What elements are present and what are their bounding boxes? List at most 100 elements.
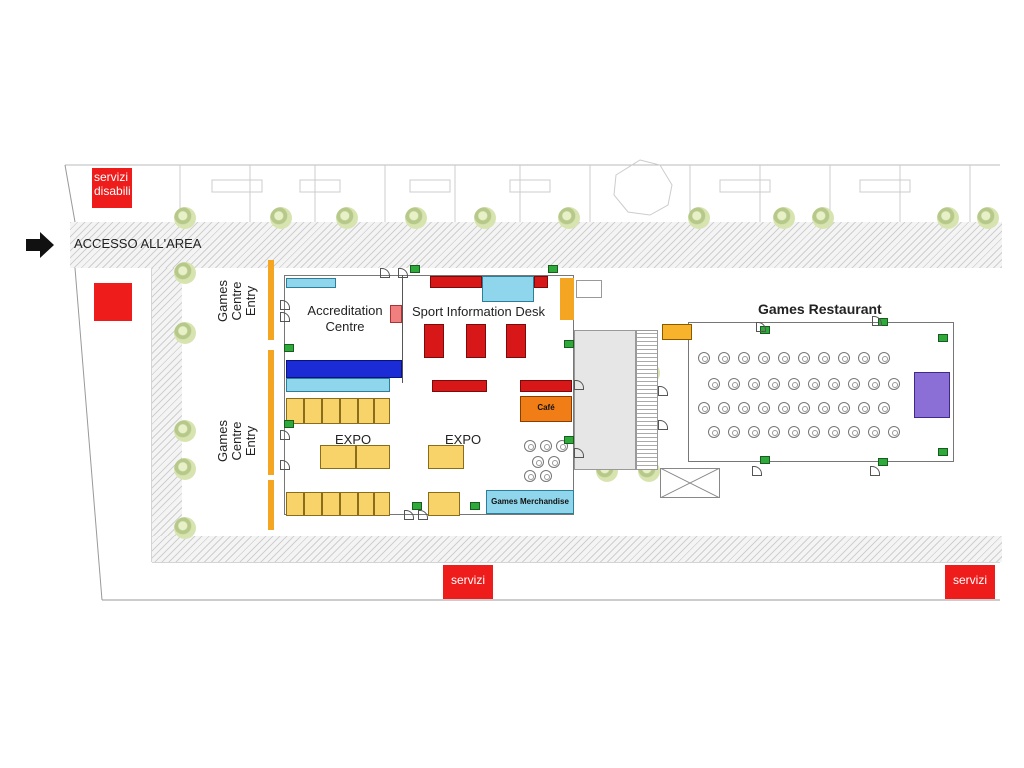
restaurant-counter <box>662 324 692 340</box>
expo-left-label: EXPO <box>335 432 372 447</box>
tree-icon <box>336 207 358 229</box>
sport-info-counter-cafe <box>520 380 572 392</box>
cafe-label: Café <box>537 403 555 412</box>
sport-info-desk <box>466 324 486 358</box>
restroom-block <box>94 283 132 321</box>
restroom-right-label: servizi <box>952 573 987 587</box>
entry-label-top: Games Centre Entry <box>215 280 258 322</box>
table-icon <box>828 426 840 438</box>
accreditation-kiosk <box>390 305 402 323</box>
access-road <box>70 222 1002 268</box>
info-board-notice <box>576 280 602 298</box>
expo-row <box>340 398 358 424</box>
door-icon[interactable] <box>872 316 882 326</box>
sport-info-counter-right <box>534 276 548 288</box>
table-icon <box>758 352 770 364</box>
door-icon[interactable] <box>756 322 766 332</box>
tree-icon <box>773 207 795 229</box>
arrow-right-icon <box>26 232 54 258</box>
table-icon <box>524 440 536 452</box>
table-icon <box>788 378 800 390</box>
door-icon[interactable] <box>658 386 668 396</box>
exit-sign-icon <box>410 265 420 273</box>
door-icon[interactable] <box>658 420 668 430</box>
sport-info-counter-mid <box>432 380 487 392</box>
exit-sign-icon <box>938 448 948 456</box>
expo-right-label: EXPO <box>445 432 482 447</box>
exit-sign-icon <box>760 456 770 464</box>
table-icon <box>778 402 790 414</box>
door-icon[interactable] <box>380 268 390 278</box>
entry-label-bottom: Games Centre Entry <box>215 420 258 462</box>
merchandise-area: Games Merchandise <box>486 490 574 514</box>
door-icon[interactable] <box>280 300 290 310</box>
restaurant-building <box>688 322 954 462</box>
door-icon[interactable] <box>280 430 290 440</box>
tree-icon <box>270 207 292 229</box>
covered-walkway <box>574 330 636 470</box>
expo-stand <box>428 492 460 516</box>
table-icon <box>788 426 800 438</box>
door-icon[interactable] <box>280 460 290 470</box>
door-icon[interactable] <box>870 466 880 476</box>
left-path <box>152 268 182 538</box>
expo-row <box>340 492 358 516</box>
table-icon <box>532 456 544 468</box>
table-icon <box>540 440 552 452</box>
table-icon <box>808 426 820 438</box>
sport-info-desk <box>424 324 444 358</box>
restaurant-stage <box>914 372 950 418</box>
sport-info-desk <box>506 324 526 358</box>
table-icon <box>698 352 710 364</box>
tree-icon <box>174 322 196 344</box>
table-icon <box>556 440 568 452</box>
door-icon[interactable] <box>574 380 584 390</box>
expo-stand <box>320 445 356 469</box>
expo-row <box>358 492 374 516</box>
restroom-middle-label: servizi <box>450 573 485 587</box>
expo-row <box>322 398 340 424</box>
restroom-middle: servizi <box>443 565 493 599</box>
tree-icon <box>937 207 959 229</box>
table-icon <box>778 352 790 364</box>
table-icon <box>838 352 850 364</box>
table-icon <box>540 470 552 482</box>
accreditation-desk-bottom <box>286 378 390 392</box>
table-icon <box>718 352 730 364</box>
table-icon <box>838 402 850 414</box>
door-icon[interactable] <box>418 510 428 520</box>
restroom-disabled: servizi disabili <box>92 168 132 208</box>
table-icon <box>888 426 900 438</box>
table-icon <box>768 426 780 438</box>
exit-sign-icon <box>938 334 948 342</box>
exit-sign-icon <box>548 265 558 273</box>
table-icon <box>878 402 890 414</box>
entrance-frame-bottom <box>268 480 274 530</box>
expo-row <box>304 492 322 516</box>
exit-sign-icon <box>284 420 294 428</box>
access-label: ACCESSO ALL'AREA <box>74 236 202 251</box>
door-icon[interactable] <box>752 466 762 476</box>
restroom-right: servizi <box>945 565 995 599</box>
expo-row <box>286 492 304 516</box>
table-icon <box>738 402 750 414</box>
sport-info-counter-top <box>430 276 482 288</box>
merchandise-label: Games Merchandise <box>491 497 569 506</box>
cafe-area: Café <box>520 396 572 422</box>
accreditation-desk-top <box>286 278 336 288</box>
door-icon[interactable] <box>398 268 408 278</box>
tree-icon <box>688 207 710 229</box>
table-icon <box>868 426 880 438</box>
door-icon[interactable] <box>280 312 290 322</box>
info-board <box>560 278 574 320</box>
table-icon <box>758 402 770 414</box>
loading-zone <box>660 468 720 498</box>
tree-icon <box>174 458 196 480</box>
door-icon[interactable] <box>404 510 414 520</box>
table-icon <box>748 378 760 390</box>
expo-stand <box>428 445 464 469</box>
expo-row <box>358 398 374 424</box>
door-icon[interactable] <box>574 448 584 458</box>
table-icon <box>818 352 830 364</box>
tree-icon <box>174 420 196 442</box>
